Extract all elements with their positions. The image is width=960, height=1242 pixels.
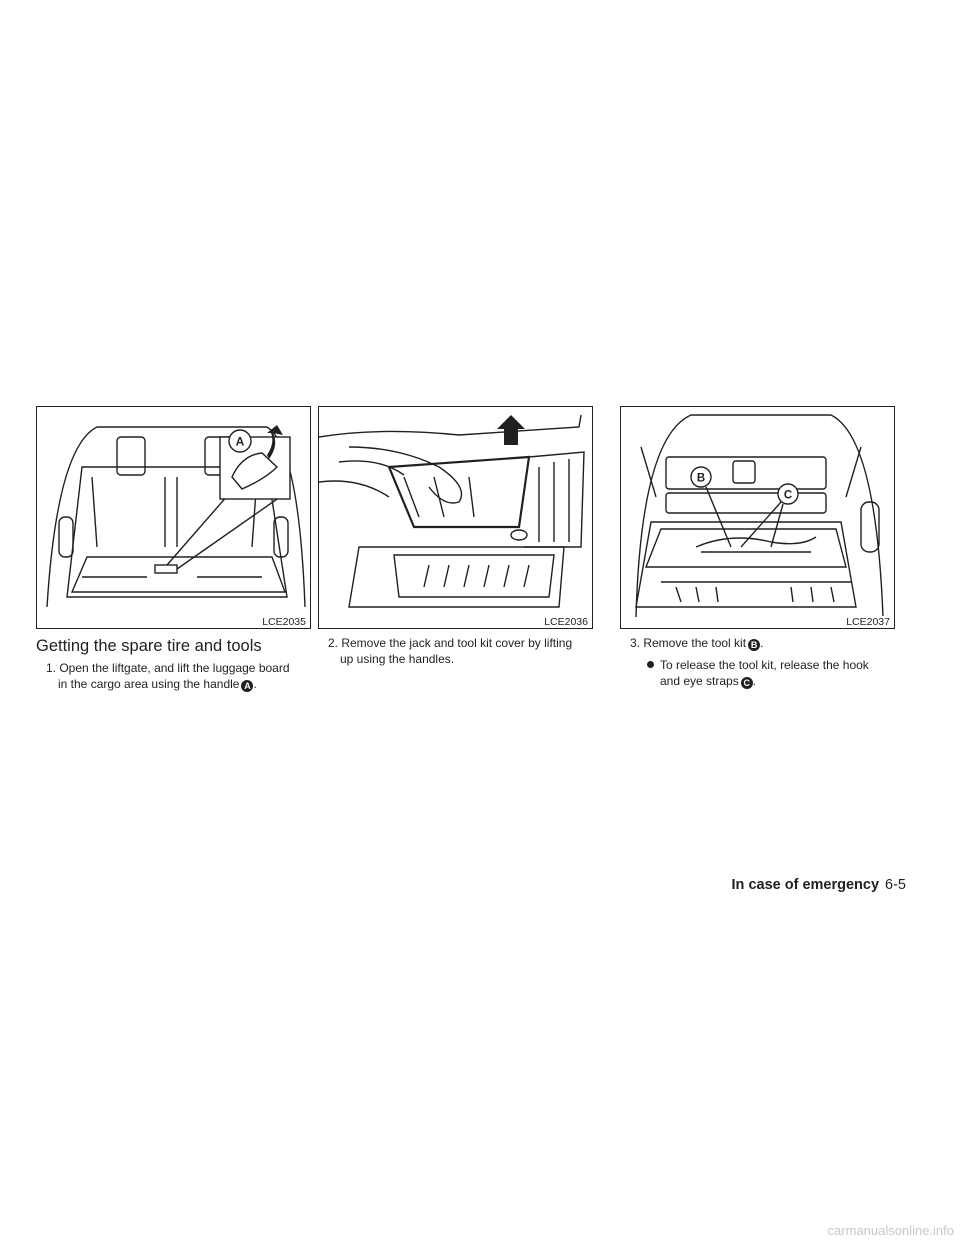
bullet-icon <box>647 661 654 668</box>
step-text-cont: up using the handles. <box>340 652 455 666</box>
illustration-tool-kit-straps <box>635 414 884 618</box>
punctuation: . <box>253 677 257 691</box>
footer-section-title: In case of emergency <box>731 877 880 893</box>
step-2: 2. Remove the jack and tool kit cover by… <box>328 635 572 667</box>
callout-marker: A <box>241 680 254 692</box>
step-text: 1. Open the liftgate, and lift the lugga… <box>46 661 290 675</box>
bullet-text: and eye straps <box>660 674 739 688</box>
figure-code: LCE2037 <box>845 616 891 628</box>
watermark: carmanualsonline.info <box>827 1223 954 1238</box>
figure-code: LCE2035 <box>261 616 307 628</box>
page-number: 6-5 <box>885 877 906 893</box>
figure-tool-kit: B C LCE2037 <box>620 406 895 629</box>
step-text: 3. Remove the tool kit <box>630 636 747 650</box>
step-text: in the cargo area using the handle <box>58 677 240 691</box>
figure-tool-kit-cover: LCE2036 <box>318 406 593 629</box>
punctuation: . <box>752 674 757 688</box>
callout-marker: B <box>748 639 761 651</box>
illustration-cover-removal <box>319 414 585 608</box>
figure-luggage-board: A LCE2035 <box>36 406 311 629</box>
figure-code: LCE2036 <box>543 616 589 628</box>
illustration-cargo-area <box>46 425 306 608</box>
step-text: 2. Remove the jack and tool kit cover by… <box>328 636 573 650</box>
bullet-item: To release the tool kit, release the hoo… <box>630 657 869 673</box>
punctuation: . <box>760 636 764 650</box>
section-title: Getting the spare tire and tools <box>36 637 262 655</box>
step-1: 1. Open the liftgate, and lift the lugga… <box>46 660 290 692</box>
callout-marker: C <box>740 677 753 689</box>
bullet-text: To release the tool kit, release the hoo… <box>660 658 869 672</box>
page-footer: In case of emergency 6-5 <box>732 877 906 893</box>
